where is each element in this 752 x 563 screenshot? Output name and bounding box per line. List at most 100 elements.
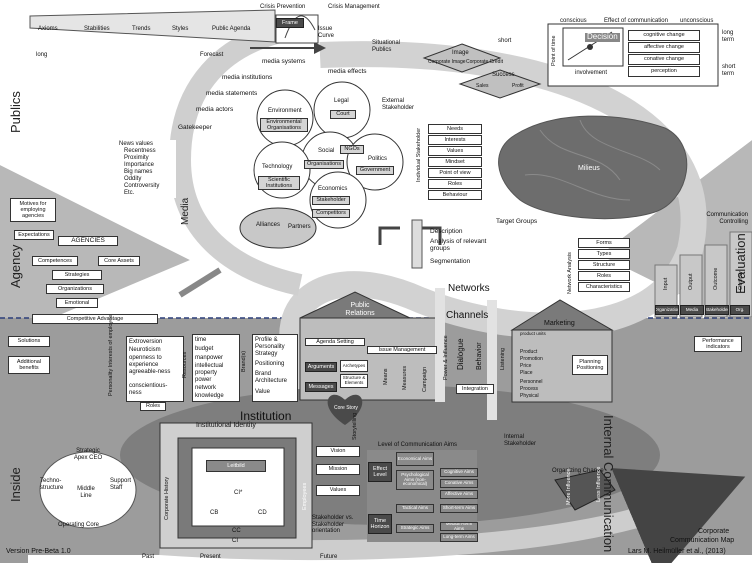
long-term-label: long term (722, 30, 734, 43)
personality-item: openness to experience (129, 355, 162, 368)
point-of-time-label: Point of time (551, 35, 557, 66)
effect-row: cognitive change (628, 30, 700, 41)
long-term-aims-box: Long-term Aims (440, 533, 478, 542)
sales-label: Sales (476, 83, 489, 89)
image-label: Image (452, 50, 469, 56)
cc-label: CC (232, 528, 241, 534)
planning-box: Planning Positioning (572, 355, 608, 375)
motives-box: Motives for employing agencies (10, 198, 56, 222)
success-label: Success (492, 72, 515, 78)
marketing-mix-item: Process (520, 386, 539, 392)
stakeholder-row: Behaviour (428, 190, 482, 200)
court-box: Court (330, 110, 356, 119)
additional-benefits-box: Additional benefits (8, 356, 50, 374)
cd-label: CD (258, 510, 267, 516)
strategic-aims-box: Strategic Aims (396, 524, 434, 533)
stakeholder-row: Roles (428, 179, 482, 189)
corporate-image-label: Corporate Image (428, 59, 466, 65)
top-strip-item: Public Agenda (212, 26, 251, 32)
media-institutions-label: media institutions (222, 74, 273, 81)
news-values-box: News values Recentness Proximity Importa… (118, 140, 176, 198)
personality-item: agreeable-ness (129, 369, 171, 375)
effect-title: Effect of communication (604, 18, 668, 24)
competences-box: Competences (32, 256, 78, 266)
long-label: long (36, 52, 48, 58)
stakeholder-row: Point of view (428, 168, 482, 178)
news-value-item: Etc. (124, 190, 135, 196)
footer-title-1: Corporate (698, 528, 730, 535)
resources-box: time budget manpower intellectual proper… (192, 334, 240, 402)
stakeholder-box: Stakeholder (312, 196, 350, 205)
employees-label: Employees (302, 482, 308, 510)
stakeholder-row: Needs (428, 124, 482, 134)
resource-item: intellectual property (195, 363, 224, 376)
brand-item: Strategy (255, 351, 278, 357)
brand-item: Value (255, 389, 270, 395)
timeline-present: Present (200, 554, 221, 560)
media-label: Media (180, 197, 191, 225)
marketing-mix-item: Place (520, 370, 533, 376)
eval-bar-label: Outcome (713, 267, 719, 290)
economics-label: Economics (318, 186, 348, 192)
short-label: short (498, 38, 512, 44)
eval-base: Media (680, 305, 704, 315)
decision-label: Decision (585, 32, 620, 42)
networks-label: Networks (448, 283, 490, 294)
resources-label: Resources (182, 351, 188, 378)
economical-aims-box: Economical Aims (396, 452, 434, 466)
technology-label: Technology (262, 164, 293, 170)
news-value-item: Recentness (124, 148, 156, 154)
top-strip-item: Styles (172, 26, 189, 32)
government-box: Government (356, 166, 394, 175)
less-influence-label: Less Influence (596, 466, 602, 502)
partners-label: Partners (288, 224, 311, 230)
core-story-label: Core Story (334, 405, 358, 411)
publics-label: Publics (8, 91, 23, 133)
messages-box: Messages (305, 382, 337, 392)
performance-indicators-box: Performance indicators (694, 336, 742, 352)
strategies-box: Strategies (52, 270, 102, 280)
affective-aims-box: Affective Aims (440, 490, 478, 499)
scientific-box: Scientific Institutions (258, 176, 300, 190)
eval-bar-label: Input (663, 277, 669, 290)
eval-bar-label: Output (688, 273, 694, 290)
resource-item: time (195, 337, 207, 343)
politics-label: Politics (368, 156, 388, 162)
mission-box: Mission (316, 464, 360, 475)
marketing-title: Marketing (544, 320, 575, 327)
resource-item: budget (195, 346, 214, 352)
version-label: Version Pre-Beta 1.0 (6, 548, 71, 555)
forecast-label: Forecast (200, 52, 224, 58)
arguments-box: Arguments (305, 362, 337, 372)
footer-authors: Lars M. Heilmüller et al., (2013) (628, 548, 726, 555)
support-staff-label: Support Staff (110, 478, 132, 491)
competitors-box: Competitors (312, 209, 350, 218)
organisations-box: Organisations (304, 160, 344, 169)
corporate-history-label: Corporate History (164, 476, 170, 520)
network-item: Types (578, 249, 630, 259)
aims-level-label: Level of Communication Aims (378, 442, 458, 448)
network-item: Roles (578, 271, 630, 281)
time-horizon-box: Time Horizon (368, 514, 392, 534)
crisis-management-label: Crisis Management (328, 4, 380, 10)
news-value-item: Proximity (124, 155, 149, 161)
measures-label: Measures (402, 365, 408, 390)
issue-curve-label: Issue Curve (318, 26, 335, 39)
expectations-box: Expectations (14, 230, 54, 240)
top-strip-item: Axioms (38, 26, 58, 32)
brand-item: Brand Architecture (255, 371, 288, 384)
resource-item: power (195, 377, 212, 383)
news-value-item: Controversity (124, 183, 160, 189)
eval-base: Stakeholder (705, 305, 729, 315)
news-value-item: Oddity (124, 176, 142, 182)
effect-row: affective change (628, 42, 700, 53)
personality-label: Personality Interests of employee (108, 314, 114, 396)
timeline-past: Past (142, 554, 155, 560)
agencies-box: AGENCIES (58, 236, 118, 246)
product-units-label: product units (520, 331, 546, 336)
marketing-mix-item: Price (520, 363, 532, 369)
emotional-box: Emotional (56, 298, 98, 308)
personality-box: Extroversion Neuroticism openness to exp… (126, 336, 184, 402)
